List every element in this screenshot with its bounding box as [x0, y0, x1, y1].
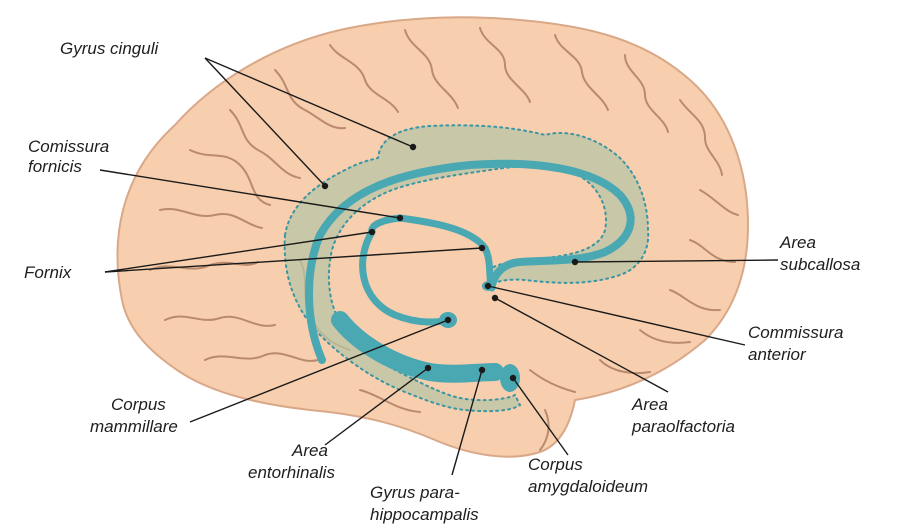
- dot-fornix-1: [369, 229, 375, 235]
- label-corpus-mammillare-line1: Corpus: [111, 395, 166, 414]
- label-area-entorhinalis-line2: entorhinalis: [248, 463, 335, 482]
- label-commissura-anterior-line1: Commissura: [748, 323, 843, 342]
- dot-corpus-mammillare: [445, 317, 451, 323]
- dot-gyrus-cinguli-1: [410, 144, 416, 150]
- dot-area-paraolfactoria: [492, 295, 498, 301]
- label-corpus-amygdaloideum-line2: amygdaloideum: [528, 477, 648, 496]
- label-commissura-anterior-line2: anterior: [748, 345, 807, 364]
- label-gyrus-cinguli: Gyrus cinguli: [60, 39, 159, 58]
- label-corpus-mammillare-line2: mammillare: [90, 417, 178, 436]
- label-area-subcallosa-line1: Area: [779, 233, 816, 252]
- label-gyrus-parahippocampalis-line2: hippocampalis: [370, 505, 479, 524]
- label-area-paraolfactoria-line2: paraolfactoria: [631, 417, 735, 436]
- dot-corpus-amygdaloideum: [510, 375, 516, 381]
- label-corpus-amygdaloideum-line1: Corpus: [528, 455, 583, 474]
- dot-commissura-anterior: [485, 283, 491, 289]
- label-area-paraolfactoria-line1: Area: [631, 395, 668, 414]
- label-comissura-fornicis-line1: Comissura: [28, 137, 109, 156]
- dot-comissura-fornicis: [397, 215, 403, 221]
- dot-gyrus-cinguli-2: [322, 183, 328, 189]
- dot-gyrus-parahippocampalis: [479, 367, 485, 373]
- dot-fornix-2: [479, 245, 485, 251]
- label-fornix: Fornix: [24, 263, 72, 282]
- label-gyrus-parahippocampalis-line1: Gyrus para-: [370, 483, 460, 502]
- label-area-subcallosa-line2: subcallosa: [780, 255, 860, 274]
- label-comissura-fornicis-line2: fornicis: [28, 157, 82, 176]
- dot-area-subcallosa: [572, 259, 578, 265]
- label-area-entorhinalis-line1: Area: [291, 441, 328, 460]
- dot-area-entorhinalis: [425, 365, 431, 371]
